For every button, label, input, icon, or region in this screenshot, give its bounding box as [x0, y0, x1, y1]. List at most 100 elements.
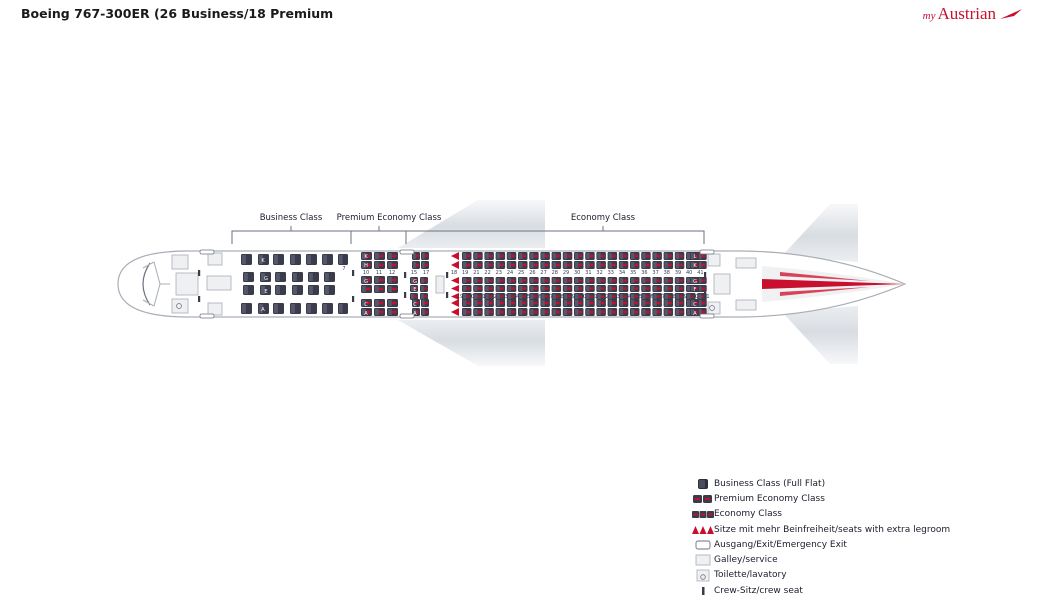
business-seat[interactable] — [322, 254, 333, 265]
economy-seat[interactable] — [674, 293, 685, 300]
economy-seat[interactable] — [551, 277, 562, 284]
economy-seat[interactable] — [495, 308, 506, 316]
economy-seat[interactable] — [652, 261, 662, 269]
economy-seat[interactable] — [484, 277, 494, 284]
economy-seat[interactable] — [462, 285, 472, 292]
economy-seat[interactable] — [596, 308, 606, 316]
economy-seat[interactable] — [663, 293, 674, 300]
extra-legroom-seat[interactable] — [451, 277, 459, 284]
economy-seat[interactable] — [484, 299, 494, 307]
economy-seat[interactable] — [674, 299, 685, 307]
economy-seat[interactable] — [585, 285, 595, 292]
premium-seat[interactable] — [361, 285, 372, 293]
premium-seat[interactable] — [387, 261, 398, 269]
economy-seat[interactable] — [551, 261, 562, 269]
economy-seat[interactable] — [630, 299, 640, 307]
economy-seat[interactable] — [462, 299, 472, 307]
economy-seat[interactable] — [412, 308, 420, 316]
premium-seat[interactable] — [361, 276, 372, 284]
economy-seat[interactable] — [462, 308, 472, 316]
economy-seat[interactable] — [518, 285, 528, 292]
economy-seat[interactable] — [562, 261, 573, 269]
economy-seat[interactable] — [607, 252, 618, 260]
economy-seat[interactable] — [421, 252, 429, 260]
business-seat[interactable] — [290, 303, 301, 314]
economy-seat[interactable] — [618, 285, 629, 292]
business-seat[interactable] — [338, 303, 348, 314]
economy-seat[interactable] — [585, 252, 595, 260]
economy-seat[interactable] — [690, 277, 699, 284]
economy-seat[interactable] — [697, 277, 707, 284]
economy-seat[interactable] — [421, 299, 429, 307]
economy-seat[interactable] — [674, 252, 685, 260]
economy-seat[interactable] — [540, 285, 550, 292]
economy-seat[interactable] — [484, 252, 494, 260]
business-seat[interactable] — [338, 254, 348, 265]
premium-seat[interactable] — [387, 308, 398, 316]
economy-seat[interactable] — [518, 293, 528, 300]
economy-seat[interactable] — [495, 285, 506, 292]
economy-seat[interactable] — [529, 252, 539, 260]
economy-seat[interactable] — [618, 277, 629, 284]
economy-seat[interactable] — [641, 299, 651, 307]
economy-seat[interactable] — [518, 277, 528, 284]
economy-seat[interactable] — [412, 299, 420, 307]
business-seat[interactable] — [258, 303, 269, 314]
premium-seat[interactable] — [387, 299, 398, 307]
business-seat[interactable] — [308, 285, 319, 295]
economy-seat[interactable] — [641, 252, 651, 260]
premium-seat[interactable] — [361, 308, 372, 316]
economy-seat[interactable] — [551, 285, 562, 292]
economy-seat[interactable] — [663, 252, 674, 260]
business-seat[interactable] — [306, 303, 317, 314]
economy-seat[interactable] — [630, 261, 640, 269]
premium-seat[interactable] — [374, 276, 385, 284]
business-seat[interactable] — [258, 254, 269, 265]
economy-seat[interactable] — [697, 261, 707, 269]
economy-seat[interactable] — [596, 277, 606, 284]
economy-seat[interactable] — [652, 308, 662, 316]
economy-seat[interactable] — [596, 261, 606, 269]
economy-seat[interactable] — [607, 308, 618, 316]
economy-seat[interactable] — [690, 299, 699, 307]
economy-seat[interactable] — [630, 252, 640, 260]
business-seat[interactable] — [273, 303, 284, 314]
economy-seat[interactable] — [641, 261, 651, 269]
business-seat[interactable] — [243, 285, 254, 295]
business-seat[interactable] — [306, 254, 317, 265]
business-seat[interactable] — [292, 285, 303, 295]
extra-legroom-seat[interactable] — [451, 308, 459, 316]
economy-seat[interactable] — [630, 277, 640, 284]
economy-seat[interactable] — [495, 261, 506, 269]
premium-seat[interactable] — [387, 276, 398, 284]
economy-seat[interactable] — [630, 293, 640, 300]
economy-seat[interactable] — [618, 261, 629, 269]
premium-seat[interactable] — [374, 299, 385, 307]
economy-seat[interactable] — [529, 308, 539, 316]
economy-seat[interactable] — [630, 285, 640, 292]
economy-seat[interactable] — [529, 277, 539, 284]
economy-seat[interactable] — [495, 293, 506, 300]
economy-seat[interactable] — [462, 261, 472, 269]
economy-seat[interactable] — [607, 277, 618, 284]
economy-seat[interactable] — [607, 299, 618, 307]
economy-seat[interactable] — [420, 285, 428, 292]
economy-seat[interactable] — [421, 261, 429, 269]
economy-seat[interactable] — [473, 252, 483, 260]
economy-seat[interactable] — [574, 252, 584, 260]
economy-seat[interactable] — [690, 308, 699, 316]
business-seat[interactable] — [241, 254, 252, 265]
economy-seat[interactable] — [506, 261, 517, 269]
economy-seat[interactable] — [506, 308, 517, 316]
economy-seat[interactable] — [574, 277, 584, 284]
economy-seat[interactable] — [473, 261, 483, 269]
economy-seat[interactable] — [652, 285, 662, 292]
economy-seat[interactable] — [473, 293, 483, 300]
economy-seat[interactable] — [641, 293, 651, 300]
economy-seat[interactable] — [607, 261, 618, 269]
economy-seat[interactable] — [607, 293, 618, 300]
premium-seat[interactable] — [387, 252, 398, 260]
economy-seat[interactable] — [574, 261, 584, 269]
business-seat[interactable] — [275, 285, 286, 295]
economy-seat[interactable] — [574, 293, 584, 300]
